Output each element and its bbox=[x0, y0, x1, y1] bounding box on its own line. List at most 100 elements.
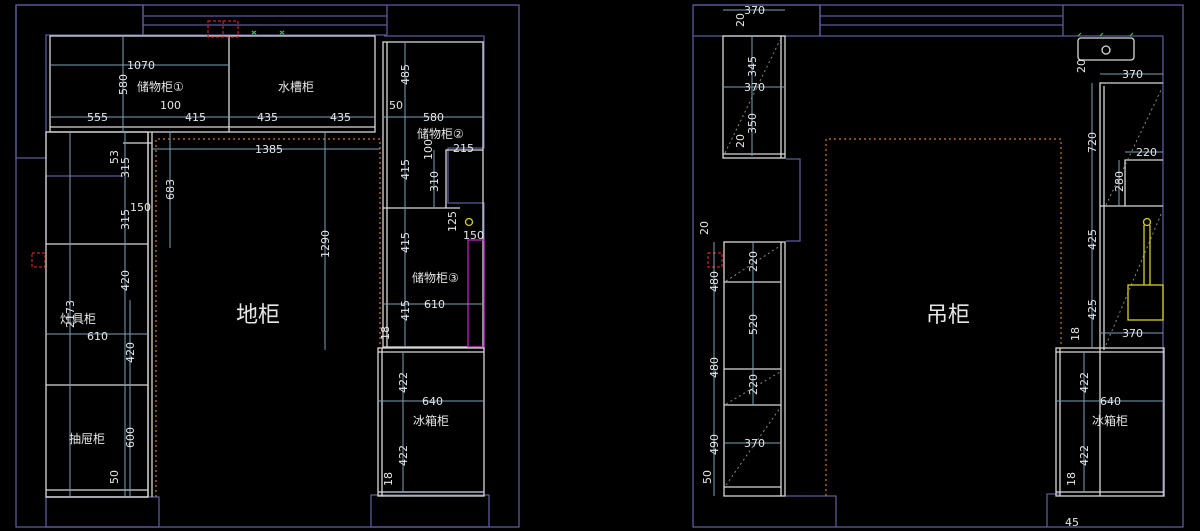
dim-label: 370 bbox=[1122, 68, 1143, 81]
dim-label: 580 bbox=[423, 111, 444, 124]
top-cabinet-row bbox=[49, 35, 376, 133]
dim-label: 50 bbox=[701, 470, 714, 484]
right-cabinet-column bbox=[382, 41, 484, 348]
dim-label: 315 bbox=[119, 157, 132, 178]
dim-label: 45 bbox=[1065, 516, 1079, 529]
dim-label: 370 bbox=[744, 437, 765, 450]
dim-label: 422 bbox=[1078, 445, 1091, 466]
dim-label: 422 bbox=[397, 372, 410, 393]
dim-label: 220 bbox=[1136, 146, 1157, 159]
dim-label: 435 bbox=[330, 111, 351, 124]
dim-label: 370 bbox=[1122, 327, 1143, 340]
dim-label: 20 bbox=[734, 13, 747, 27]
faucet-icon bbox=[1077, 32, 1134, 37]
label-storage-3: 储物柜③ bbox=[412, 270, 459, 285]
dim-label: 580 bbox=[117, 74, 130, 95]
dim-label: 720 bbox=[1086, 132, 1099, 153]
basin-icon bbox=[1077, 37, 1135, 61]
dim-label: 20 bbox=[698, 221, 711, 235]
fridge-cabinet bbox=[377, 347, 485, 497]
right-wall-cabinet bbox=[1099, 82, 1163, 496]
wall-base bbox=[370, 494, 490, 528]
ceiling-outline bbox=[825, 138, 1062, 496]
dim-label: 345 bbox=[746, 56, 759, 77]
dim-label: 53 bbox=[108, 150, 121, 164]
dim-label: 20 bbox=[1075, 59, 1088, 73]
wall-cabinet-title: 吊柜 bbox=[926, 303, 970, 328]
dim-label: 350 bbox=[746, 113, 759, 134]
wall-segment bbox=[45, 175, 123, 240]
wall-base bbox=[786, 495, 837, 527]
wall-cabinet-plan: 吊柜 冰箱柜 370 370 370 370 220 370 640 45 20… bbox=[692, 4, 1184, 529]
dim-label: 50 bbox=[108, 470, 121, 484]
base-cabinet-title: 地柜 bbox=[236, 303, 280, 328]
dim-label: 610 bbox=[87, 330, 108, 343]
dim-label: 100 bbox=[160, 99, 181, 112]
label-fridge-cabinet: 冰箱柜 bbox=[1092, 413, 1128, 428]
dim-label: 150 bbox=[130, 201, 151, 214]
dim-label: 315 bbox=[119, 209, 132, 230]
outlet-marker bbox=[707, 252, 723, 268]
label-storage-1: 储物柜① bbox=[137, 79, 184, 94]
dim-label: 1385 bbox=[255, 143, 283, 156]
dim-label: 20 bbox=[734, 134, 747, 148]
room-outline bbox=[692, 4, 1184, 528]
dim-label: 18 bbox=[379, 326, 392, 340]
dim-label: 100 bbox=[422, 139, 435, 160]
dim-label: 415 bbox=[399, 300, 412, 321]
dim-label: 600 bbox=[124, 427, 137, 448]
dim-label: 683 bbox=[164, 179, 177, 200]
dim-label: 1070 bbox=[127, 59, 155, 72]
dim-label: 215 bbox=[453, 142, 474, 155]
faucet-icon bbox=[251, 30, 285, 35]
dim-label: 425 bbox=[1086, 299, 1099, 320]
dim-label: 280 bbox=[1113, 171, 1126, 192]
dim-label: 422 bbox=[1078, 372, 1091, 393]
dim-label: 425 bbox=[1086, 229, 1099, 250]
dim-label: 1290 bbox=[319, 230, 332, 258]
dim-label: 370 bbox=[744, 4, 765, 17]
dim-label: 220 bbox=[747, 251, 760, 272]
dim-label: 640 bbox=[422, 395, 443, 408]
dim-label: 125 bbox=[446, 211, 459, 232]
appliance-outline bbox=[467, 239, 485, 348]
dim-label: 435 bbox=[257, 111, 278, 124]
label-sink-cabinet: 水槽柜 bbox=[278, 80, 314, 94]
label-fridge-cabinet: 冰箱柜 bbox=[413, 413, 449, 428]
dim-label: 420 bbox=[124, 342, 137, 363]
wall-notch bbox=[786, 158, 801, 242]
dim-label: 415 bbox=[185, 111, 206, 124]
dim-label: 480 bbox=[708, 271, 721, 292]
dim-label: 520 bbox=[747, 314, 760, 335]
dim-label: 18 bbox=[1069, 327, 1082, 341]
dim-label: 370 bbox=[744, 81, 765, 94]
wall-base bbox=[45, 496, 160, 528]
room-outline bbox=[15, 4, 520, 528]
dim-label: 18 bbox=[1065, 472, 1078, 486]
dim-label: 220 bbox=[747, 374, 760, 395]
dim-label: 415 bbox=[399, 159, 412, 180]
dim-label: 490 bbox=[708, 434, 721, 455]
upper-wall-cabinet bbox=[722, 35, 786, 159]
dim-label: 480 bbox=[708, 357, 721, 378]
dim-label: 2173 bbox=[64, 300, 77, 328]
dim-label: 610 bbox=[424, 298, 445, 311]
label-stove-cabinet: 灶具柜 bbox=[60, 312, 96, 326]
pipe-marker bbox=[464, 217, 474, 227]
wall-notch bbox=[384, 35, 485, 350]
dim-label: 640 bbox=[1100, 395, 1121, 408]
fridge-cabinet bbox=[1055, 347, 1165, 497]
dim-label: 415 bbox=[399, 232, 412, 253]
dim-label: 422 bbox=[397, 445, 410, 466]
dim-label: 150 bbox=[463, 229, 484, 242]
dim-label: 18 bbox=[382, 472, 395, 486]
wall-base bbox=[1046, 493, 1060, 527]
outlet-marker bbox=[31, 252, 46, 268]
dim-label: 310 bbox=[428, 171, 441, 192]
dim-label: 420 bbox=[119, 270, 132, 291]
countertop-outline bbox=[155, 138, 381, 497]
dim-label: 50 bbox=[389, 99, 403, 112]
base-cabinet-plan: 地柜 储物柜① 水槽柜 储物柜② 储物柜③ 灶具柜 抽屉柜 冰箱柜 1070 1… bbox=[15, 4, 520, 528]
label-drawer-cabinet: 抽屉柜 bbox=[69, 432, 105, 446]
